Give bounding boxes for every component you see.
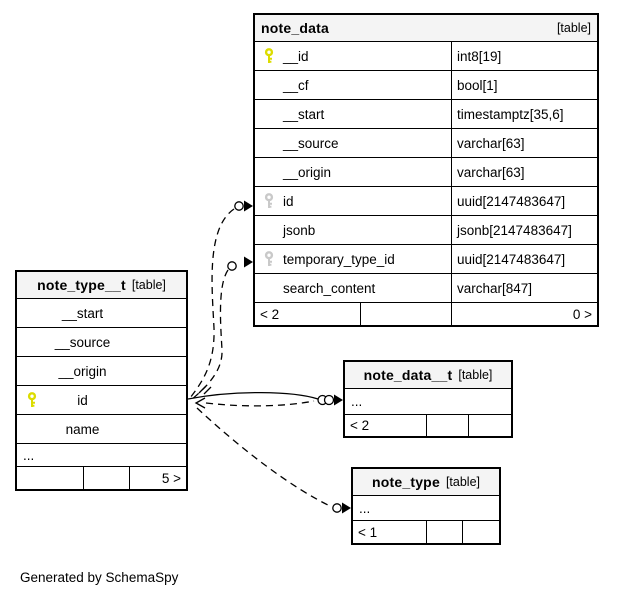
table-footer: < 1 — [353, 521, 499, 543]
column-type: uuid[2147483647] — [451, 245, 597, 273]
footer-right-cell — [463, 521, 499, 543]
column-row: temporary_type_id uuid[2147483647] — [255, 245, 597, 274]
table-name[interactable]: note_type__t — [37, 277, 126, 293]
arrowhead-icon — [244, 200, 253, 212]
footer-parents-count: 5 > — [161, 470, 181, 486]
column-row: name — [17, 415, 186, 444]
column-name: __origin — [283, 164, 332, 180]
column-row: id — [17, 386, 186, 415]
column-name: id — [283, 193, 294, 209]
zero-circle-icon — [234, 201, 244, 211]
table-header-note_data__t[interactable]: note_data__t [table] — [345, 362, 511, 389]
column-row: id uuid[2147483647] — [255, 187, 597, 216]
ellipsis-row: ... — [17, 444, 186, 467]
table-header-note_type__t[interactable]: note_type__t [table] — [17, 272, 186, 299]
ellipsis-row: ... — [345, 389, 511, 415]
relationship-line-note_data__t-dashed — [205, 400, 315, 407]
arrowhead-icon — [244, 256, 253, 268]
table-note_data: note_data [table] __id int8[19] __cf boo… — [253, 13, 599, 327]
column-name: jsonb — [283, 222, 316, 238]
column-name: __cf — [283, 77, 309, 93]
table-note_data__t: note_data__t [table] ... < 2 — [343, 360, 513, 438]
column-name: __start — [61, 305, 104, 321]
foreign-key-icon — [262, 193, 276, 209]
footer-middle-cell — [426, 415, 469, 436]
table-name[interactable]: note_data — [261, 20, 329, 36]
cardinality-tick-marks — [198, 385, 212, 395]
table-note_type: note_type [table] ... < 1 — [351, 467, 501, 545]
table-type-tag: [table] — [131, 278, 166, 292]
table-type-tag: [table] — [556, 21, 591, 35]
column-name: __source — [283, 135, 339, 151]
table-name[interactable]: note_type — [372, 474, 440, 490]
column-name: __source — [54, 334, 111, 350]
column-type: varchar[63] — [451, 158, 597, 186]
relationship-line-note_type — [196, 407, 333, 508]
table-note_type__t: note_type__t [table] __start __source __… — [15, 270, 188, 491]
column-row: search_content varchar[847] — [255, 274, 597, 303]
generated-by-credit: Generated by SchemaSpy — [20, 570, 179, 585]
footer-children-count: < 1 — [358, 524, 378, 540]
table-type-tag: [table] — [445, 475, 480, 489]
footer-middle-cell — [426, 521, 463, 543]
column-row: __cf bool[1] — [255, 71, 597, 100]
table-type-tag: [table] — [458, 368, 493, 382]
column-type: int8[19] — [451, 42, 597, 70]
column-type: bool[1] — [451, 71, 597, 99]
zero-circle-icon — [227, 261, 237, 271]
column-name: __id — [283, 48, 309, 64]
column-row: __origin — [17, 357, 186, 386]
ellipsis-row: ... — [353, 496, 499, 521]
column-type: timestamptz[35,6] — [451, 100, 597, 128]
column-name: search_content — [283, 280, 376, 296]
zero-circle-icon — [317, 394, 328, 406]
column-type: uuid[2147483647] — [451, 187, 597, 215]
table-header-note_type[interactable]: note_type [table] — [353, 469, 499, 496]
open-arrow-icon — [194, 397, 206, 409]
footer-left-cell — [17, 467, 83, 489]
table-name[interactable]: note_data__t — [363, 367, 453, 383]
arrowhead-icon — [342, 502, 351, 514]
footer-middle-cell — [360, 303, 452, 325]
column-row: __origin varchar[63] — [255, 158, 597, 187]
footer-children-count: < 2 — [350, 418, 370, 433]
column-type: varchar[847] — [451, 274, 597, 302]
primary-key-icon — [26, 392, 38, 411]
zero-circle-icon — [332, 503, 342, 513]
table-footer: 5 > — [17, 467, 186, 489]
footer-right-cell — [469, 415, 511, 436]
primary-key-icon — [262, 48, 276, 64]
column-row: __source — [17, 328, 186, 357]
footer-parents-count: 0 > — [572, 306, 592, 322]
relationship-line-note_data-temporary_type_id — [189, 269, 229, 402]
footer-children-count: < 2 — [260, 306, 280, 322]
column-type: jsonb[2147483647] — [451, 216, 597, 244]
column-name: name — [65, 421, 100, 437]
table-footer: < 2 0 > — [255, 303, 597, 325]
table-header-note_data[interactable]: note_data [table] — [255, 15, 597, 42]
relationship-line-note_data-id — [189, 208, 235, 399]
column-row: __id int8[19] — [255, 42, 597, 71]
table-footer: < 2 — [345, 415, 511, 436]
column-row: jsonb jsonb[2147483647] — [255, 216, 597, 245]
column-name: __start — [283, 106, 325, 122]
footer-middle-cell — [83, 467, 130, 489]
column-row: __start — [17, 299, 186, 328]
arrowhead-icon — [334, 394, 343, 406]
column-name: temporary_type_id — [283, 251, 395, 267]
column-row: __start timestamptz[35,6] — [255, 100, 597, 129]
column-row: __source varchar[63] — [255, 129, 597, 158]
column-name: id — [77, 392, 88, 408]
foreign-key-icon — [262, 251, 276, 267]
zero-circle-icon — [323, 394, 335, 406]
relationship-line-note_data__t-solid — [187, 391, 319, 400]
column-name: __origin — [58, 363, 107, 379]
column-type: varchar[63] — [451, 129, 597, 157]
